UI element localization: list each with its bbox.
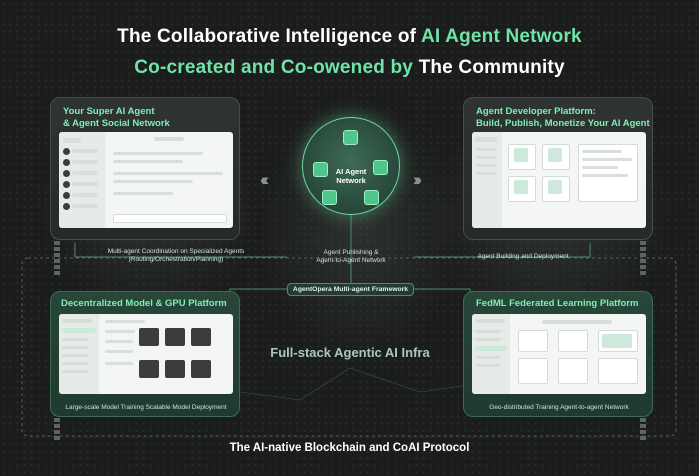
model-gpu-panel-title: Decentralized Model & GPU Platform [61, 298, 227, 309]
framework-pill: AgentOpera Multi-agent Framework [287, 283, 414, 296]
developer-platform-panel-title: Agent Developer Platform: Build, Publish… [476, 106, 650, 129]
chain-bottom-left [54, 412, 60, 440]
chain-bottom-right [640, 412, 646, 440]
model-gpu-panel: Decentralized Model & GPU Platform Large… [50, 291, 240, 417]
super-agent-panel-title: Your Super AI Agent & Agent Social Netwo… [63, 106, 170, 129]
agent-node-top-icon [343, 130, 358, 145]
agent-node-left-icon [313, 162, 328, 177]
developer-platform-screenshot [472, 132, 646, 228]
model-gpu-caption: Large-scale Model Training Scalable Mode… [65, 404, 227, 411]
developer-platform-caption: Agent Building and Deployment [477, 253, 569, 260]
chain-right [640, 235, 646, 275]
footer-protocol-label: The AI-native Blockchain and CoAI Protoc… [229, 442, 470, 454]
full-stack-infra-label: Full-stack Agentic AI Infra [270, 345, 430, 360]
hub-title: AI Agent Network [335, 167, 367, 185]
headline-line-2: Co-created and Co-owened by The Communit… [134, 57, 565, 78]
super-agent-caption: Multi-agent Coordination on Specialized … [107, 248, 245, 263]
headline-line-1: The Collaborative Intelligence of AI Age… [117, 26, 582, 47]
chevron-left-icon: ‹‹‹ [260, 170, 269, 189]
fedml-caption: Geo-distributed Training Agent-to-agent … [489, 404, 629, 411]
fedml-panel-title: FedML Federated Learning Platform [476, 298, 639, 309]
fedml-panel: FedML Federated Learning Platform Geo-di… [463, 291, 653, 417]
agent-node-bottom-left-icon [322, 190, 337, 205]
model-gpu-screenshot [59, 314, 233, 394]
super-agent-screenshot [59, 132, 233, 228]
chain-left [54, 235, 60, 275]
super-agent-panel: Your Super AI Agent & Agent Social Netwo… [50, 97, 240, 240]
fedml-screenshot [472, 314, 646, 394]
chevron-right-icon: ››› [413, 170, 422, 189]
agent-node-right-icon [373, 160, 388, 175]
hub-caption: Agent Publishing & Agent-to-Agent Networ… [316, 249, 386, 264]
developer-platform-panel: Agent Developer Platform: Build, Publish… [463, 97, 653, 240]
agent-node-bottom-right-icon [364, 190, 379, 205]
